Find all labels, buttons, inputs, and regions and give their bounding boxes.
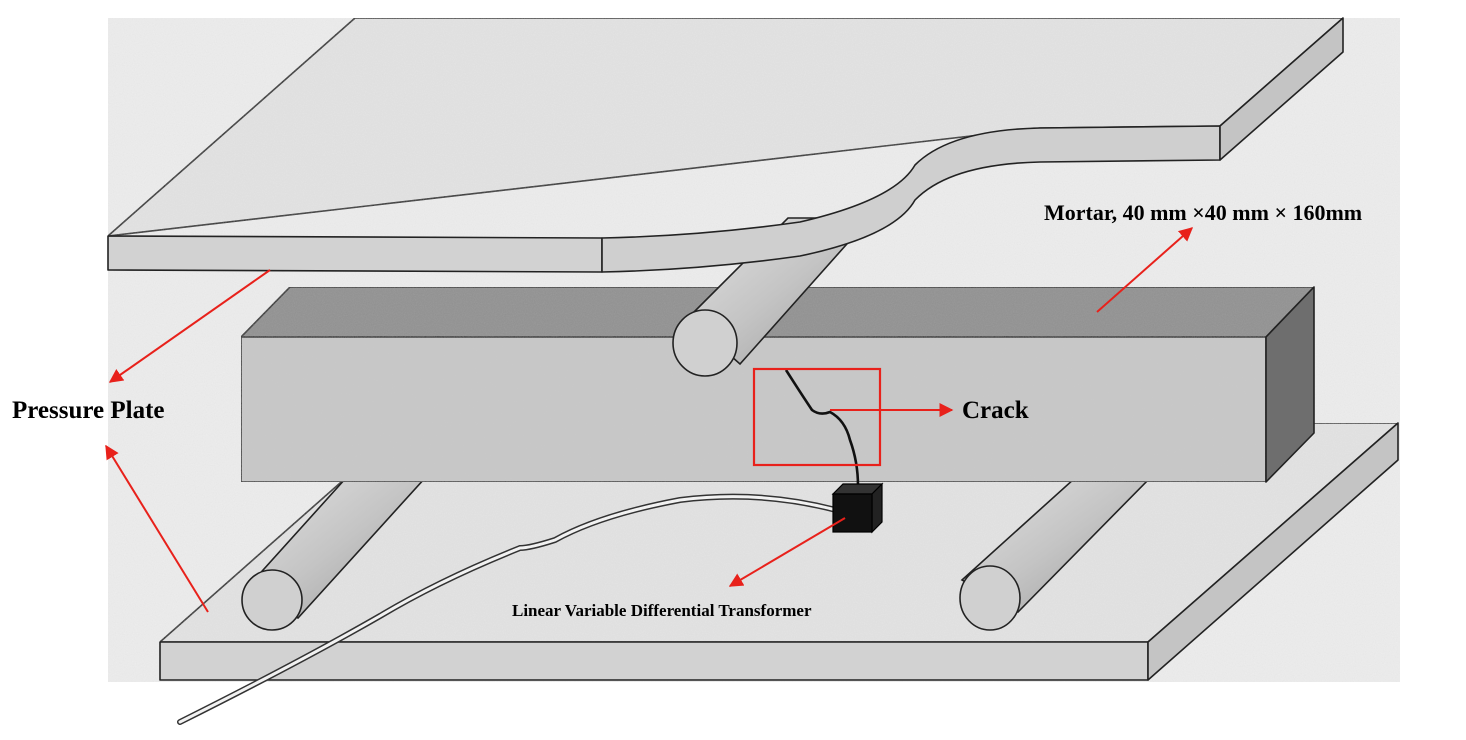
mortar-side-face: [1265, 286, 1315, 483]
lvdt-sensor: [831, 482, 884, 534]
crack-label: Crack: [962, 397, 1029, 424]
bottom-left-roller-end: [241, 569, 303, 631]
bottom-plate-front-face: [159, 641, 1149, 681]
top-pressure-plate: [107, 17, 1344, 273]
lvdt-cable: [177, 493, 839, 725]
crack-line: [784, 369, 860, 487]
top-plate-front-face-left: [107, 235, 603, 273]
bottom-right-roller-end: [959, 565, 1021, 631]
top-plate-side-face: [1219, 17, 1344, 161]
pressure-plate-label: Pressure Plate: [12, 397, 165, 424]
annotation-arrows: [105, 227, 1194, 613]
top-roller-end: [672, 309, 738, 377]
pressure-plate-upper-arrow: [108, 269, 271, 383]
mortar-label: Mortar, 40 mm ×40 mm × 160mm: [1044, 200, 1362, 225]
crack-highlight-box: [752, 367, 882, 467]
bottom-right-roller: [959, 477, 1152, 631]
lvdt-label: Linear Variable Differential Transformer: [512, 601, 812, 620]
bottom-plate-side-face: [1147, 422, 1399, 681]
mortar-arrow: [1096, 227, 1194, 313]
lvdt-arrow: [728, 517, 846, 587]
pressure-plate-lower-arrow: [105, 444, 209, 613]
